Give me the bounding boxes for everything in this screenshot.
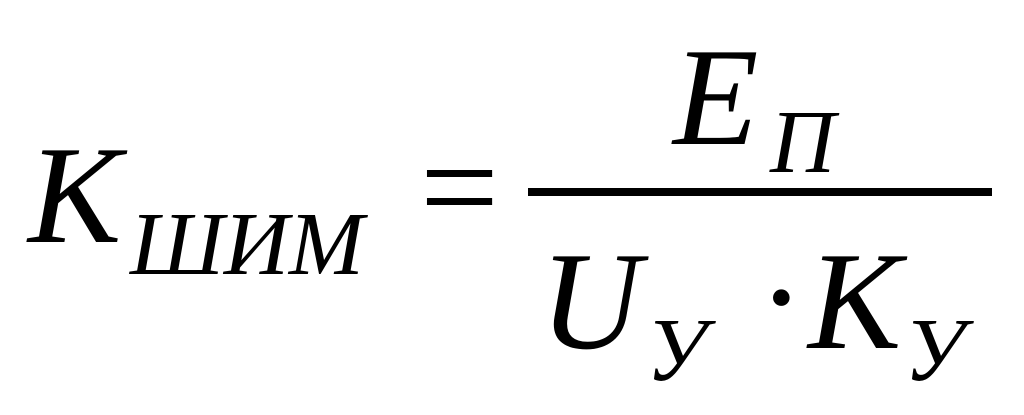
denominator-term2-symbol: K: [808, 224, 902, 379]
numerator-subscript: П: [770, 93, 835, 192]
denominator-term1-symbol: U: [540, 224, 642, 379]
fraction-bar: [528, 188, 992, 196]
numerator-symbol: E: [673, 20, 759, 175]
lhs-subscript: ШИМ: [130, 195, 364, 294]
equals-sign: =: [420, 110, 499, 265]
denominator-term2-subscript: У: [904, 301, 965, 400]
multiply-dot: ·: [758, 220, 805, 375]
lhs-symbol: K: [28, 118, 122, 273]
denominator-term1-subscript: У: [646, 301, 707, 400]
